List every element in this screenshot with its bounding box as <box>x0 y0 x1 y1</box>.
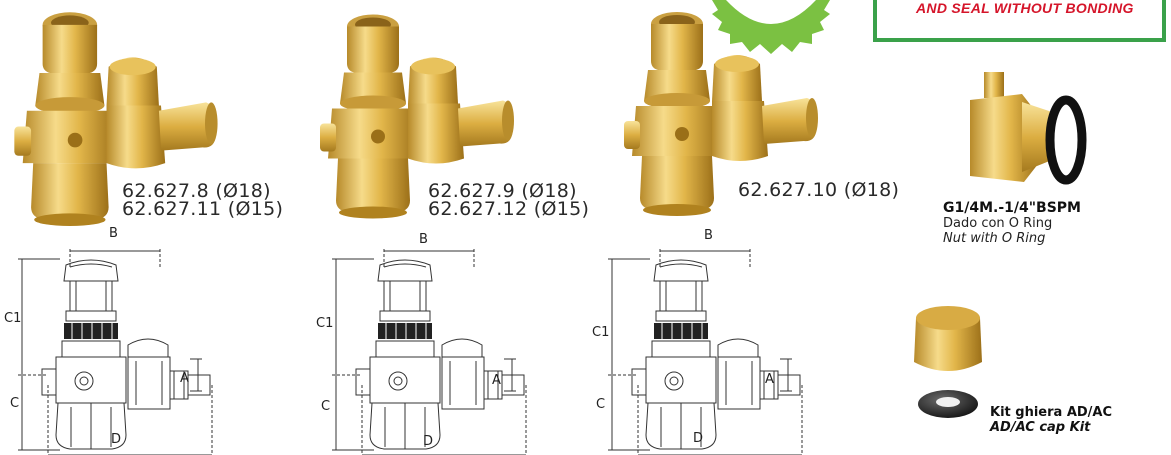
dim-label-b-2: B <box>419 232 428 247</box>
dim-label-c-3: C <box>596 397 606 412</box>
product-code-1b: 62.627.11 (Ø15) <box>122 198 284 220</box>
cap-kit-photo <box>908 300 988 430</box>
tech-drawing-2 <box>314 245 634 455</box>
nut-label-it: Dado con O Ring <box>943 216 1053 231</box>
product-code-1a: 62.627.8 (Ø18) <box>122 180 271 202</box>
dim-label-d-3: D <box>693 431 704 446</box>
dim-label-d-1: D <box>111 432 122 447</box>
dim-label-b-1: B <box>109 226 118 241</box>
product-code-2a: 62.627.9 (Ø18) <box>428 180 577 202</box>
dim-label-c-1: C <box>10 396 20 411</box>
dim-label-c1-1: C1 <box>4 311 22 326</box>
dim-label-d-2: D <box>423 434 434 449</box>
dim-label-c1-2: C1 <box>316 316 334 331</box>
tech-drawing-1 <box>0 245 320 455</box>
product-code-3a: 62.627.10 (Ø18) <box>738 179 900 201</box>
dim-label-a-1: A <box>180 371 189 386</box>
tech-drawing-3 <box>590 245 910 455</box>
banner-text: AND SEAL WITHOUT BONDING <box>916 0 1134 16</box>
kit-label-en: AD/AC cap Kit <box>990 420 1091 435</box>
nut-oring-photo <box>970 72 1090 194</box>
kit-label-it: Kit ghiera AD/AC <box>990 405 1113 420</box>
dim-label-a-2: A <box>492 373 501 388</box>
dim-label-c1-3: C1 <box>592 325 610 340</box>
nut-code: G1/4M.-1/4"BSPM <box>943 200 1081 216</box>
banner-bracket <box>873 0 1166 42</box>
dim-label-a-3: A <box>765 372 774 387</box>
seal-badge <box>712 0 830 54</box>
nut-label-en: Nut with O Ring <box>943 231 1046 246</box>
dim-label-b-3: B <box>704 228 713 243</box>
dim-label-c-2: C <box>321 399 331 414</box>
product-code-2b: 62.627.12 (Ø15) <box>428 198 590 220</box>
